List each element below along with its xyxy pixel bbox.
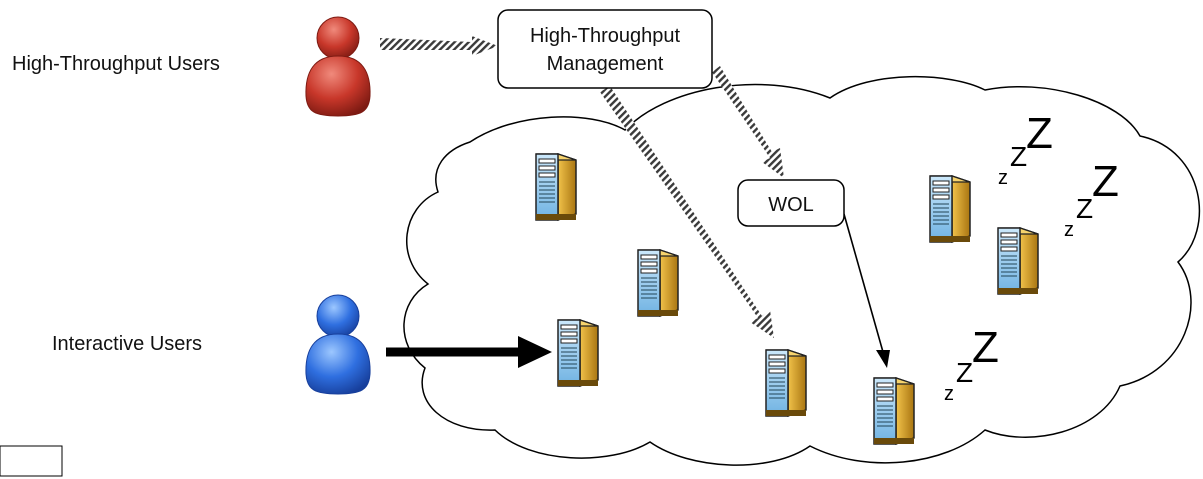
management-to-server-arrow	[600, 86, 774, 338]
wol-to-server-arrow	[843, 213, 890, 368]
sleep-zzz-lower: z Z Z	[944, 323, 999, 405]
sleeping-server-icon	[929, 175, 971, 243]
high-throughput-user-icon	[305, 16, 371, 117]
svg-text:Z: Z	[1010, 141, 1027, 172]
wol-box: WOL	[737, 179, 845, 227]
corner-box	[0, 445, 63, 477]
interactive-user-to-server-arrow	[386, 336, 552, 368]
svg-text:Z: Z	[1092, 157, 1119, 206]
interactive-user-icon	[305, 294, 371, 395]
management-to-wol-arrow	[712, 66, 784, 178]
svg-text:Z: Z	[1026, 109, 1053, 158]
high-throughput-users-label: High-Throughput Users	[12, 53, 220, 75]
cluster-cloud	[403, 75, 1201, 466]
svg-text:z: z	[944, 383, 954, 405]
sleep-zzz-upper: z Z Z	[998, 109, 1053, 189]
wol-label: WOL	[768, 194, 814, 216]
svg-text:z: z	[1064, 219, 1074, 241]
svg-text:Z: Z	[956, 357, 973, 388]
ht-user-to-management-arrow	[380, 36, 498, 56]
high-throughput-management-box: High-Throughput Management	[497, 9, 713, 89]
server-icon	[557, 319, 599, 387]
sleeping-server-icon	[873, 377, 915, 445]
sleeping-server-icon	[997, 227, 1039, 295]
interactive-users-label: Interactive Users	[52, 333, 202, 355]
svg-text:Z: Z	[972, 323, 999, 372]
sleep-zzz-right: z Z Z	[1064, 157, 1119, 241]
svg-text:Z: Z	[1076, 193, 1093, 224]
management-label-line2: Management	[547, 53, 664, 75]
svg-text:z: z	[998, 167, 1008, 189]
management-label-line1: High-Throughput	[530, 25, 681, 47]
server-icon	[765, 349, 807, 417]
server-icon	[637, 249, 679, 317]
server-icon	[535, 153, 577, 221]
